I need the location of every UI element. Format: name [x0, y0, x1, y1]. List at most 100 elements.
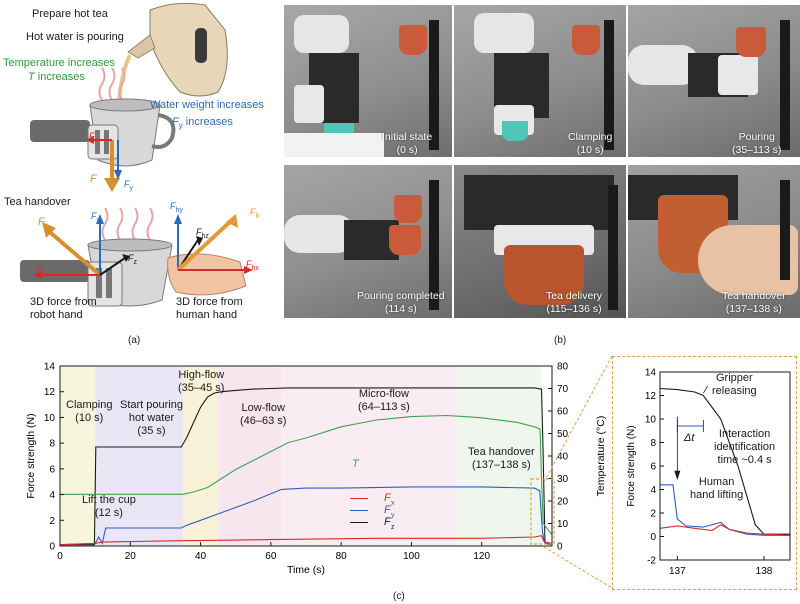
series-fx — [59, 535, 553, 546]
water-weight-label: Water weight increases — [150, 99, 264, 111]
annotation-high-flow: High-flow(35–45 s) — [178, 369, 225, 394]
caption-tea-delivery: Tea delivery(115–136 s) — [546, 290, 603, 315]
y2-tick-label: 80 — [557, 362, 569, 373]
hand-fy-label: Fy — [91, 211, 100, 224]
hand-fx-label: Fx — [36, 263, 45, 276]
caption-pouring-completed: Pouring completed(114 s) — [357, 290, 445, 315]
y2-tick-label: 40 — [557, 452, 569, 463]
inset-delta-t-label: Δt — [684, 432, 695, 444]
y-axis-label: Force strength (N) — [25, 413, 37, 498]
x-tick-label: 60 — [265, 551, 277, 562]
y2-tick-label: 60 — [557, 407, 569, 418]
y-tick-label: 10 — [44, 413, 56, 424]
hand-fz-label: Fz — [128, 253, 137, 266]
force-f-label: F — [90, 173, 97, 185]
force-fx-label: Fx — [89, 131, 98, 144]
y2-tick-label: 10 — [557, 519, 569, 530]
caption-clamping: Clamping(10 s) — [568, 131, 613, 156]
inset-y-tick-label: 12 — [645, 391, 657, 402]
inset-y-tick-label: -2 — [647, 556, 656, 567]
x-tick-label: 20 — [125, 551, 137, 562]
y-tick-label: 0 — [49, 542, 55, 553]
y-tick-label: 2 — [49, 516, 55, 527]
region-low-flow — [218, 366, 282, 546]
panel-b-label: (b) — [554, 335, 567, 346]
inset-y-tick-label: 2 — [650, 509, 656, 520]
y2-axis-label: Temperature (°C) — [595, 416, 607, 497]
x-axis-label: Time (s) — [287, 564, 325, 576]
prepare-label: Prepare hot tea — [32, 8, 108, 20]
pouring-label: Hot water is pouring — [26, 31, 124, 43]
inset-series-fy — [660, 484, 790, 536]
panel-b: Initial state(0 s) Clamping(10 s) Pourin… — [284, 5, 800, 350]
inset-frame — [612, 356, 797, 590]
series-t — [60, 414, 553, 536]
handover-zoom-box — [530, 478, 555, 545]
panel-a-illustration — [20, 2, 253, 307]
y2-tick-label: 30 — [557, 474, 569, 485]
y-tick-label: 4 — [49, 490, 55, 501]
annotation-tea-handover: Tea handover(137–138 s) — [468, 446, 535, 471]
x-tick-label: 80 — [336, 551, 348, 562]
y-tick-label: 14 — [44, 362, 56, 373]
annotation-low-flow: Low-flow(46–63 s) — [240, 402, 287, 427]
human-fhy-label: Fhy — [170, 201, 183, 214]
photo-tea-handover — [628, 165, 800, 318]
handover-label: Tea handover — [4, 196, 71, 208]
panel-a-label: (a) — [128, 335, 141, 346]
inset-y-tick-label: 4 — [650, 485, 656, 496]
human-fh-label: Fh — [250, 207, 260, 220]
temperature-label: Temperature increases — [3, 57, 115, 69]
caption-initial-state: Initial state(0 s) — [382, 131, 433, 156]
fy-increases-label: Fy increases — [172, 116, 233, 131]
photo-pouring — [628, 5, 800, 157]
human-arrow-head — [674, 470, 681, 481]
inset-y-axis-label: Force strength (N) — [626, 425, 637, 506]
photo-pouring-completed — [284, 165, 452, 318]
temperature-symbol-label: T increases — [28, 71, 85, 83]
annotation-temperature: T — [352, 458, 359, 470]
inset-series-fx — [659, 524, 791, 536]
caption-tea-handover: Tea handover(137–138 s) — [722, 290, 786, 315]
region-micro-flow — [281, 366, 458, 546]
panel-c-label: (c) — [393, 591, 405, 602]
annotation-lift-cup: Lift the cup(12 s) — [82, 494, 136, 519]
annotation-clamping: Clamping(10 s) — [66, 399, 113, 424]
inset-x-tick-label: 138 — [756, 566, 773, 577]
inset-y-tick-label: 6 — [650, 462, 656, 473]
region-clamping — [60, 366, 96, 546]
zoom-connector — [543, 355, 613, 589]
inset-x-tick-label: 137 — [669, 566, 686, 577]
photo-clamping — [454, 5, 626, 157]
x-tick-label: 100 — [403, 551, 420, 562]
series-fy — [59, 486, 553, 546]
annotation-micro-flow: Micro-flow(64–113 s) — [358, 388, 410, 413]
photo-initial-state — [284, 5, 452, 157]
region-lift — [95, 366, 183, 546]
caption-pouring: Pouring(35–113 s) — [732, 131, 782, 156]
y-tick-label: 6 — [49, 464, 55, 475]
y2-tick-label: 20 — [557, 497, 569, 508]
tea-cup-bottom-icon — [87, 238, 173, 307]
x-tick-label: 120 — [473, 551, 490, 562]
inset-y-tick-label: 0 — [650, 532, 656, 543]
series-fz — [60, 387, 553, 546]
x-tick-label: 0 — [57, 551, 63, 562]
inset-series-fz — [659, 387, 790, 535]
x-tick-label: 40 — [195, 551, 207, 562]
human-fhz-label: Fhz — [196, 227, 209, 240]
inset-y-tick-label: 14 — [645, 368, 657, 379]
region-delivery — [457, 366, 542, 546]
inset-y-tick-label: 8 — [650, 438, 656, 449]
y-tick-label: 8 — [49, 439, 55, 450]
y2-tick-label: 70 — [557, 384, 569, 395]
steam-icon — [98, 67, 126, 101]
